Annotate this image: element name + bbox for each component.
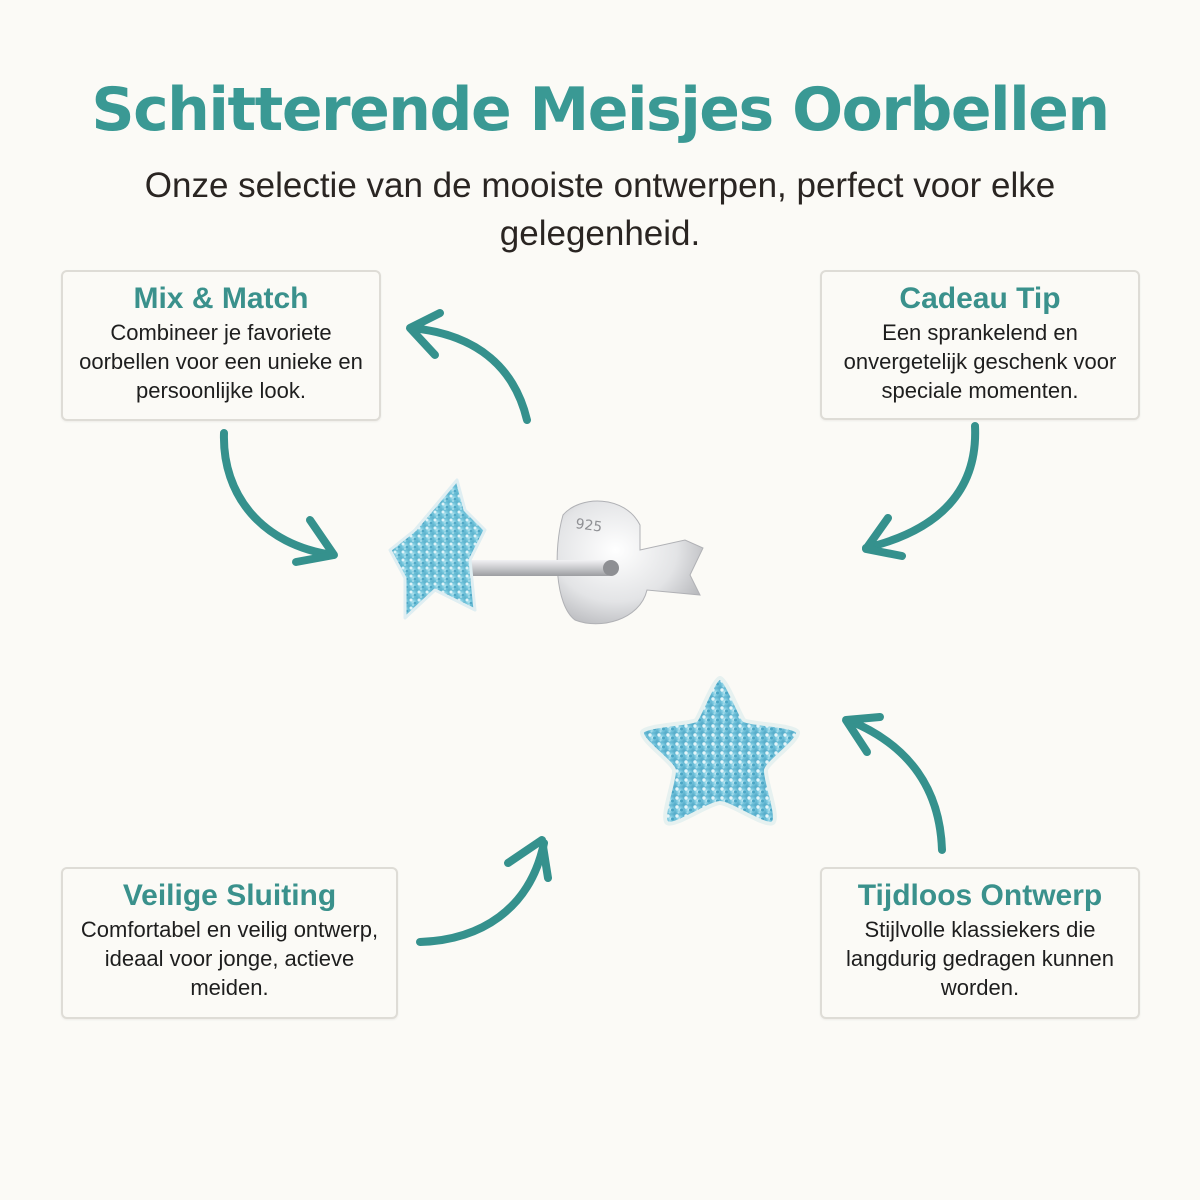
curved-arrow-icon: [862, 422, 980, 560]
curved-arrow-icon: [406, 309, 531, 424]
star-earring-side-view-image: 925: [388, 478, 704, 625]
page-subtitle: Onze selectie van de mooiste ontwerpen, …: [144, 166, 1056, 253]
curved-arrow-icon: [416, 836, 552, 946]
card-title: Veilige Sluiting: [122, 879, 337, 912]
feature-card-tijdloos-ontwerp: Tijdloos Ontwerp Stijlvolle klassiekers …: [820, 867, 1140, 1019]
card-body: Een sprankelend en onvergetelijk geschen…: [843, 320, 1117, 403]
card-title: Tijdloos Ontwerp: [857, 879, 1103, 912]
card-title: Mix & Match: [133, 282, 309, 315]
page-title: Schitterende Meisjes Oorbellen: [91, 75, 1110, 145]
feature-card-mix-match: Mix & Match Combineer je favoriete oorbe…: [61, 270, 381, 421]
card-title: Cadeau Tip: [899, 282, 1061, 315]
feature-card-cadeau-tip: Cadeau Tip Een sprankelend en onvergetel…: [820, 270, 1140, 420]
star-earring-front-view-image: [640, 676, 800, 826]
curved-arrow-icon: [842, 713, 946, 854]
card-body: Comfortabel en veilig ontwerp, ideaal vo…: [80, 917, 379, 1000]
feature-card-veilige-sluiting: Veilige Sluiting Comfortabel en veilig o…: [61, 867, 398, 1019]
svg-text:925: 925: [574, 516, 603, 536]
card-body: Combineer je favoriete oorbellen voor ee…: [79, 320, 363, 403]
card-body: Stijlvolle klassiekers die langdurig ged…: [846, 917, 1114, 1000]
curved-arrow-icon: [219, 429, 338, 566]
